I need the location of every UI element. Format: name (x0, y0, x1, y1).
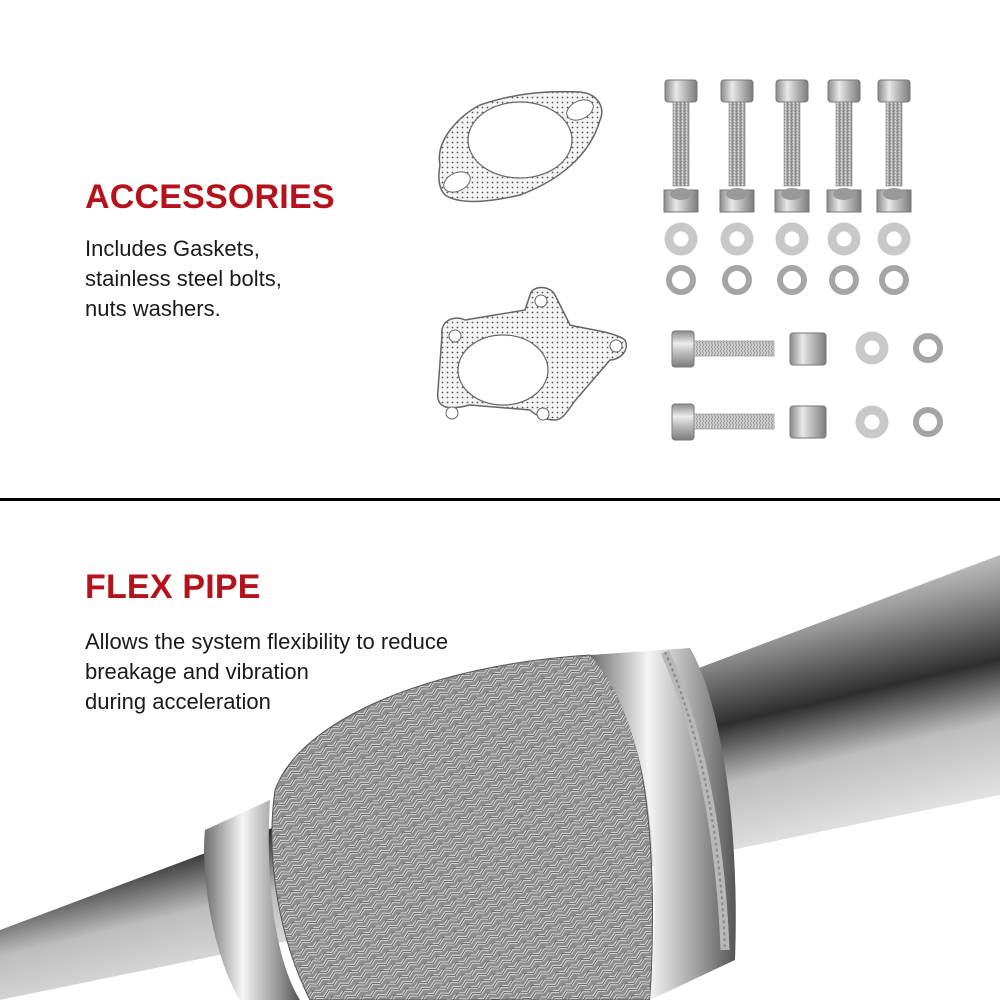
flex-pipe-section: FLEX PIPE Allows the system flexibility … (0, 503, 1000, 1000)
flex-pipe-title: FLEX PIPE (85, 568, 261, 606)
accessories-section: ACCESSORIES Includes Gaskets, stainless … (0, 0, 1000, 499)
lock-washer-row (666, 265, 909, 295)
flat-washer-row (664, 222, 911, 256)
flex-pipe-description: Allows the system flexibility to reduce … (85, 629, 449, 714)
gasket-2-bolt-icon (438, 90, 603, 203)
horizontal-bolt-set-2 (671, 403, 943, 441)
nut-row (663, 188, 912, 213)
accessories-title: ACCESSORIES (85, 178, 335, 216)
bolt-row (664, 79, 911, 187)
accessories-description: Includes Gaskets, stainless steel bolts,… (85, 236, 282, 321)
accessories-image (436, 79, 943, 441)
horizontal-bolt-set-1 (671, 330, 943, 368)
gasket-5-bolt-icon (436, 286, 627, 421)
section-divider (0, 498, 1000, 501)
flex-pipe-image (0, 555, 1000, 1000)
